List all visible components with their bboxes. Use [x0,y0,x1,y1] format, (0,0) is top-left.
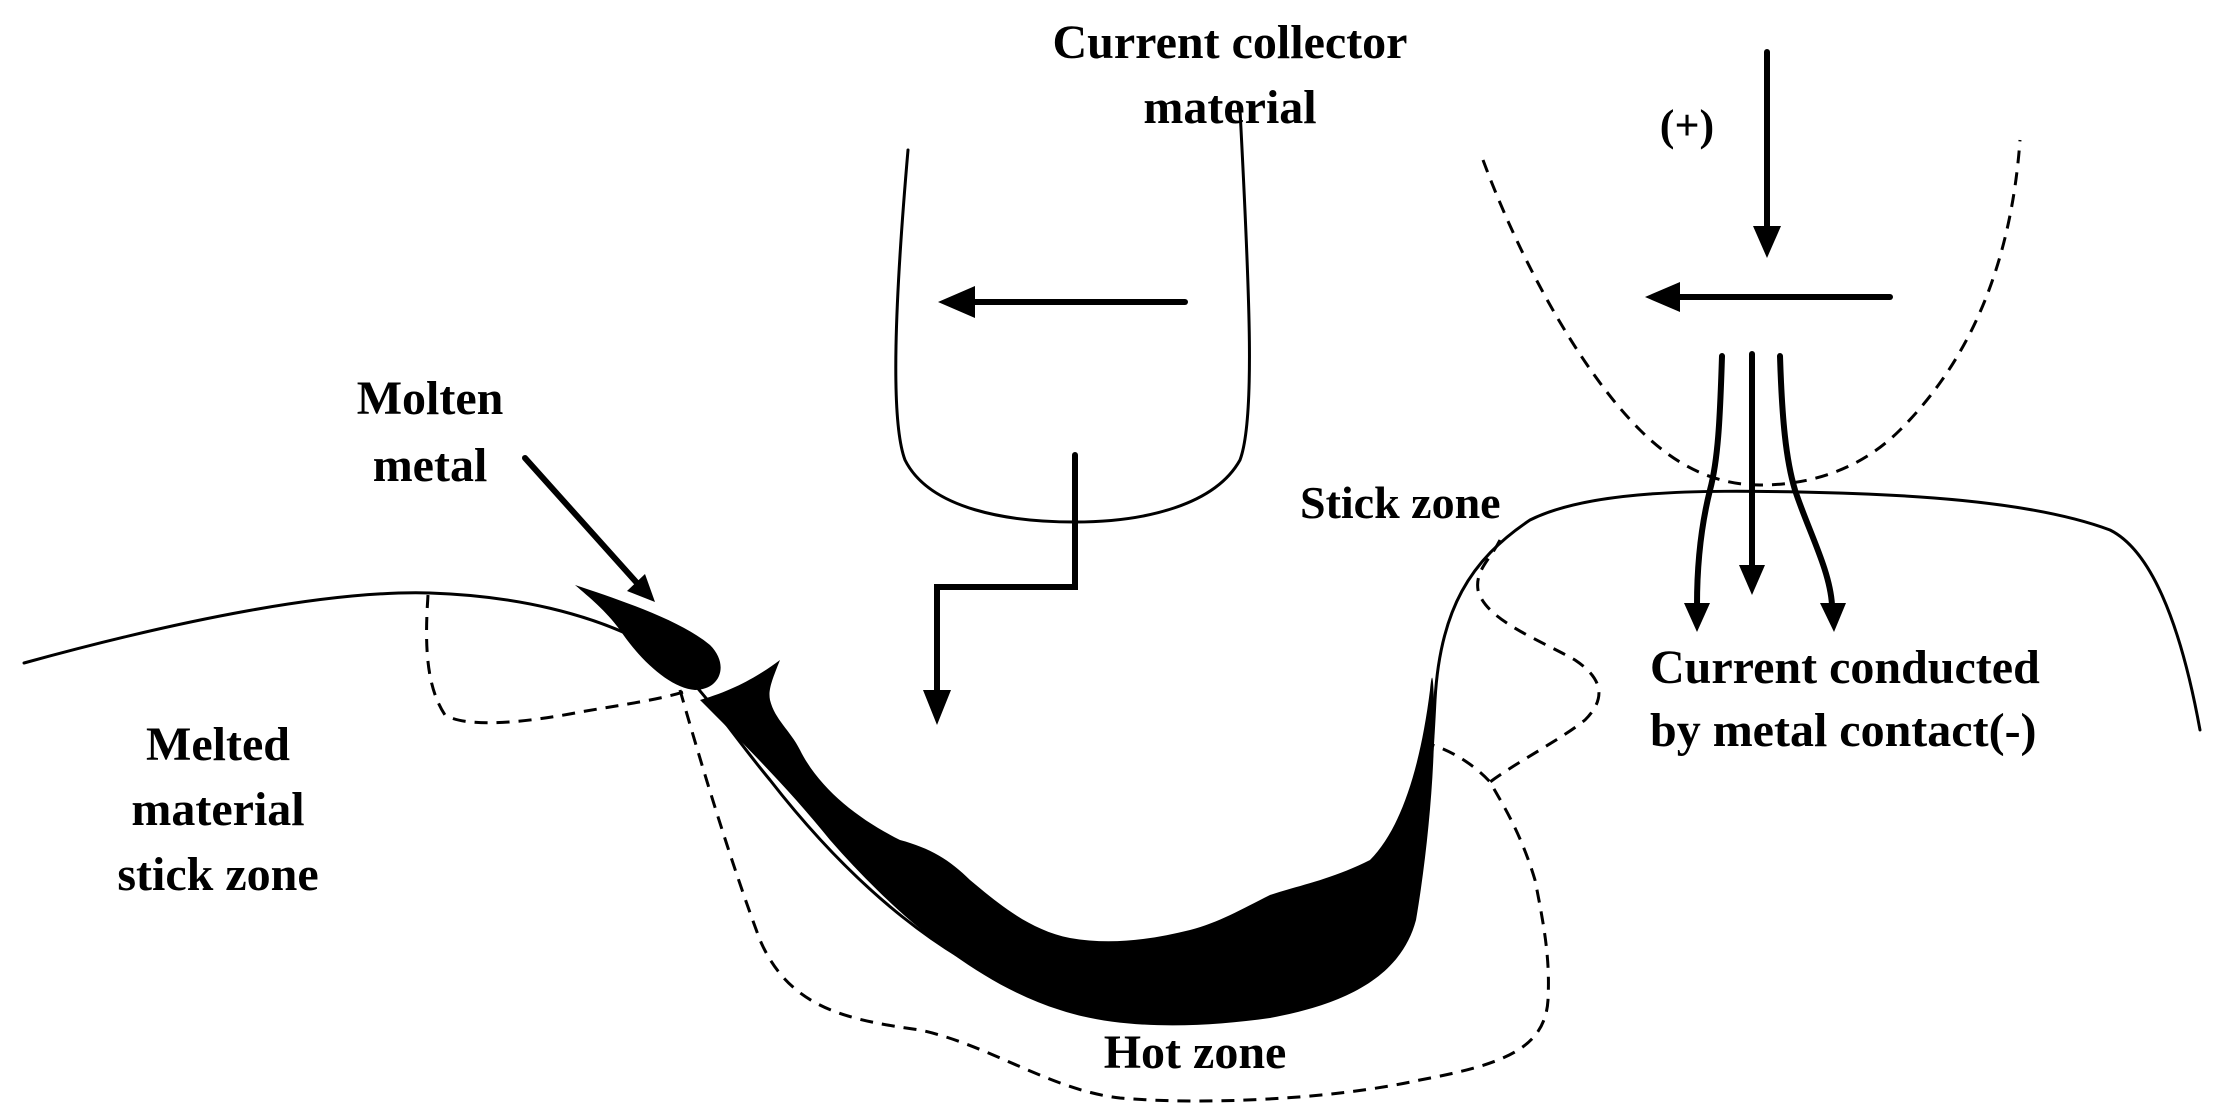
current-collector-label-2: material [1143,81,1316,134]
current-flow-right-head [1820,603,1846,632]
molten-metal-pointer-head [627,574,655,602]
hot-zone-boundary [678,689,1550,1103]
stick-zone-label: Stick zone [1300,477,1501,528]
current-collector-label-1: Current collector [1053,16,1408,69]
current-conducted-label-2: by metal contact(-) [1650,704,2037,757]
melted-stick-zone-label-1: Melted [146,718,290,771]
molten-metal-pointer-line [522,455,640,586]
plus-label: (+) [1660,101,1714,150]
melted-stick-zone-boundary [425,594,691,725]
molten-metal-label-1: Molten [357,372,504,425]
molten-droplet [575,585,721,690]
molten-metal-label-2: metal [373,439,488,492]
current-flow-left-line [1694,353,1725,608]
current-path-arrow-line [934,452,1078,693]
current-flow-left-head [1684,603,1710,632]
current-flow-right-line [1777,353,1835,608]
current-conducted-label-1: Current conducted [1650,641,2040,694]
molten-metal [700,660,1435,1026]
stick-zone-boundary [1476,539,1601,784]
current-path-arrow-head [923,690,951,725]
downforce-arrow-head [1753,226,1781,258]
melted-stick-zone-label-3: stick zone [117,848,318,901]
current-flow-center-head [1739,565,1765,595]
electrode-boundary [1481,139,2022,487]
collector-motion-arrow-head [938,286,975,318]
melted-stick-zone-label-2: material [131,783,304,836]
electrode-motion-arrow-head [1645,282,1680,312]
hot-zone-label: Hot zone [1104,1026,1287,1079]
